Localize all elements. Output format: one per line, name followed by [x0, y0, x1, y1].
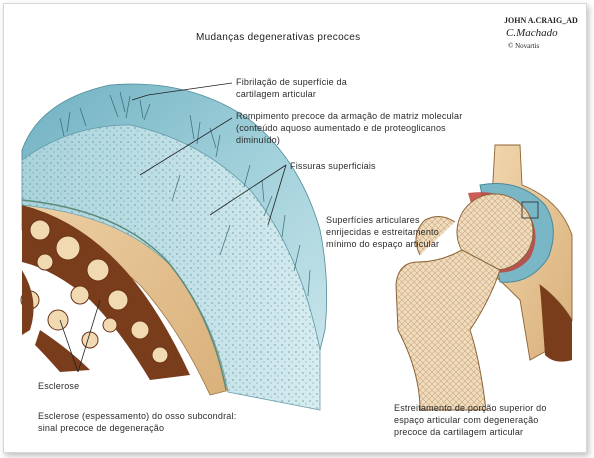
label-sclerosis-note: Esclerose (espessamento) do osso subcond…	[38, 411, 237, 433]
label-fissures: Fissuras superficiais	[290, 161, 376, 171]
label-matrix: Rompimento precoce da armação de matriz …	[236, 111, 463, 145]
leader-fibrillation-tail	[131, 94, 149, 101]
fibrillation-marks	[59, 91, 311, 297]
leader-fissures-tail	[209, 204, 226, 216]
trabecular-bone	[20, 205, 190, 380]
leader-fissures	[224, 164, 287, 206]
femur-neck	[395, 249, 501, 411]
leader-sclerosis	[77, 299, 101, 373]
leader-matrix	[139, 117, 233, 176]
artist-name: JOHN A.CRAIG_AD	[504, 16, 578, 25]
artist-signature: C.Machado	[506, 27, 558, 39]
cartilage-block	[20, 83, 328, 411]
leader-sclerosis-2	[59, 319, 79, 373]
figure-title: Mudanças degenerativas precoces	[196, 32, 361, 43]
label-narrowing: Estreitamento de porção superior do espa…	[394, 403, 547, 437]
leader-lines	[59, 82, 287, 373]
label-fibrillation: Fibrilação de superfície da cartilagem a…	[236, 77, 347, 99]
leader-fissures-2	[267, 164, 287, 226]
greater-trochanter	[415, 216, 456, 256]
copyright: © Novartis	[508, 42, 540, 50]
leader-fibrillation	[147, 82, 233, 96]
label-sclerosis: Esclerose	[38, 381, 80, 391]
label-surfaces: Superfícies articulares enrijecidas e es…	[326, 215, 440, 249]
detail-box	[521, 201, 539, 219]
tidemark	[21, 199, 227, 391]
hip-joint	[395, 144, 573, 411]
ischium-shadow	[540, 285, 572, 362]
